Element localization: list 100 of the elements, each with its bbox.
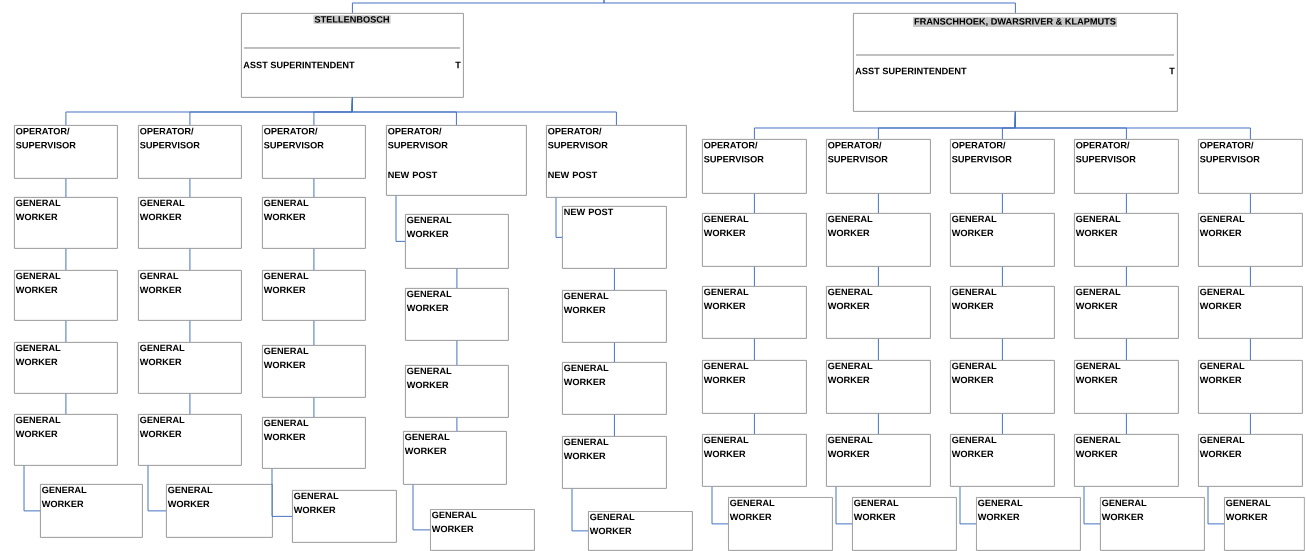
role-box: GENERAL WORKER	[588, 511, 693, 551]
header-box: STELLENBOSCH ASST SUPERINTENDENT T	[241, 13, 464, 98]
connector	[877, 266, 879, 287]
role-box: GENRAL WORKER	[138, 270, 242, 321]
connector	[1249, 266, 1251, 287]
connector	[753, 413, 755, 435]
role-box: GENERAL WORKER	[14, 197, 118, 249]
connector	[189, 248, 191, 271]
role-box: GENERAL WORKER	[166, 484, 273, 538]
role-box: GENERAL WORKER	[950, 213, 1055, 267]
role-box: GENERAL WORKER	[1074, 286, 1179, 339]
role-box: GENERAL WORKER	[702, 434, 807, 487]
role-box: GENERAL WORKER	[14, 342, 118, 394]
connector	[189, 393, 191, 415]
connector	[1125, 413, 1127, 435]
role-box: GENERAL WORKER	[1100, 497, 1205, 551]
role-box: GENERAL WORKER	[403, 431, 507, 485]
role-box: GENERAL WORKER	[728, 497, 833, 551]
role-box: OPERATOR/ SUPERVISOR NEW POST	[546, 125, 687, 198]
connector	[189, 320, 191, 343]
connector	[313, 397, 315, 418]
connector	[271, 468, 293, 517]
connector	[1001, 193, 1003, 214]
role-box: GENERAL WORKER	[702, 286, 807, 339]
connector	[753, 193, 755, 214]
connector	[456, 340, 458, 366]
role-box: GENERAL WORKER	[292, 490, 397, 543]
role-box: GENERAL WORKER	[1224, 497, 1305, 551]
role-box: GENERAL WORKER	[826, 286, 931, 339]
connector	[65, 248, 67, 271]
connector	[1125, 193, 1127, 214]
connector	[555, 197, 563, 238]
role-box: GENERAL WORKER	[1198, 434, 1303, 487]
role-box: GENERAL WORKER	[138, 197, 242, 249]
connector	[753, 266, 755, 287]
role-box: OPERATOR/ SUPERVISOR	[138, 125, 242, 179]
connector	[877, 193, 879, 214]
connector	[1014, 111, 1251, 140]
role-box: OPERATOR/ SUPERVISOR	[702, 139, 807, 194]
connector	[456, 417, 458, 432]
role-box: GENERAL WORKER	[262, 345, 366, 398]
connector	[877, 338, 879, 361]
connector	[456, 268, 458, 289]
role-box: GENERAL WORKER	[262, 270, 366, 321]
connector	[313, 178, 315, 198]
role-box: GENERAL WORKER	[852, 497, 957, 551]
role-box: GENERAL WORKER	[430, 509, 535, 551]
role-box: OPERATOR/ SUPERVISOR	[14, 125, 118, 179]
connector	[959, 486, 977, 525]
role-box: GENERAL WORKER	[1198, 286, 1303, 339]
connector	[603, 0, 1016, 14]
connector	[65, 320, 67, 343]
role-box: GENERAL WORKER	[262, 197, 366, 249]
connector	[351, 97, 617, 126]
header-box: FRANSCHHOEK, DWARSRIVER & KLAPMUTS ASST SUPERINTENDENT T	[853, 13, 1178, 112]
connector	[711, 486, 729, 525]
role-box: GENERAL WORKER	[950, 434, 1055, 487]
connector	[571, 488, 589, 532]
role-box: GENERAL WORKER	[702, 360, 807, 414]
role-box: GENERAL WORKER	[702, 213, 807, 267]
role-box: GENERAL WORKER	[1198, 360, 1303, 414]
role-box: GENERAL WORKER	[826, 434, 931, 487]
role-box: GENERAL WORKER	[826, 360, 931, 414]
role-box: GENERAL WORKER	[976, 497, 1081, 551]
role-box: GENERAL WORKER	[40, 484, 143, 538]
connector	[395, 195, 406, 242]
role-box: OPERATOR/ SUPERVISOR	[1198, 139, 1303, 194]
role-box: GENERAL WORKER	[262, 417, 366, 469]
connector	[147, 465, 167, 512]
connector	[1249, 338, 1251, 361]
role-box: GENERAL WORKER	[138, 414, 242, 466]
role-box: OPERATOR/ SUPERVISOR	[1074, 139, 1179, 194]
connector	[313, 248, 315, 271]
role-box: GENERAL WORKER	[14, 414, 118, 466]
role-box: NEW POST	[562, 206, 667, 269]
role-box: GENERAL WORKER	[1074, 213, 1179, 267]
connector	[753, 338, 755, 361]
connector	[1249, 193, 1251, 214]
role-box: GENERAL WORKER	[1074, 434, 1179, 487]
role-box: GENERAL WORKER	[562, 362, 667, 415]
connector	[23, 465, 41, 512]
role-box: OPERATOR/ SUPERVISOR	[826, 139, 931, 194]
role-box: GENERAL WORKER	[1198, 213, 1303, 267]
role-box: GENERAL WORKER	[405, 214, 509, 269]
connector	[313, 320, 315, 346]
connector	[1125, 338, 1127, 361]
role-box: GENERAL WORKER	[562, 290, 667, 343]
role-box: OPERATOR/ SUPERVISOR NEW POST	[386, 125, 527, 196]
role-box: GENERAL WORKER	[1074, 360, 1179, 414]
connector	[1001, 413, 1003, 435]
connector	[1083, 486, 1101, 525]
connector	[1249, 413, 1251, 435]
connector	[835, 486, 853, 525]
connector	[412, 484, 431, 531]
role-box: GENERAL WORKER	[14, 270, 118, 321]
connector	[351, 0, 605, 14]
role-box: OPERATOR/ SUPERVISOR	[950, 139, 1055, 194]
role-box: GENERAL WORKER	[405, 365, 509, 418]
connector	[613, 414, 615, 437]
connector	[1001, 266, 1003, 287]
